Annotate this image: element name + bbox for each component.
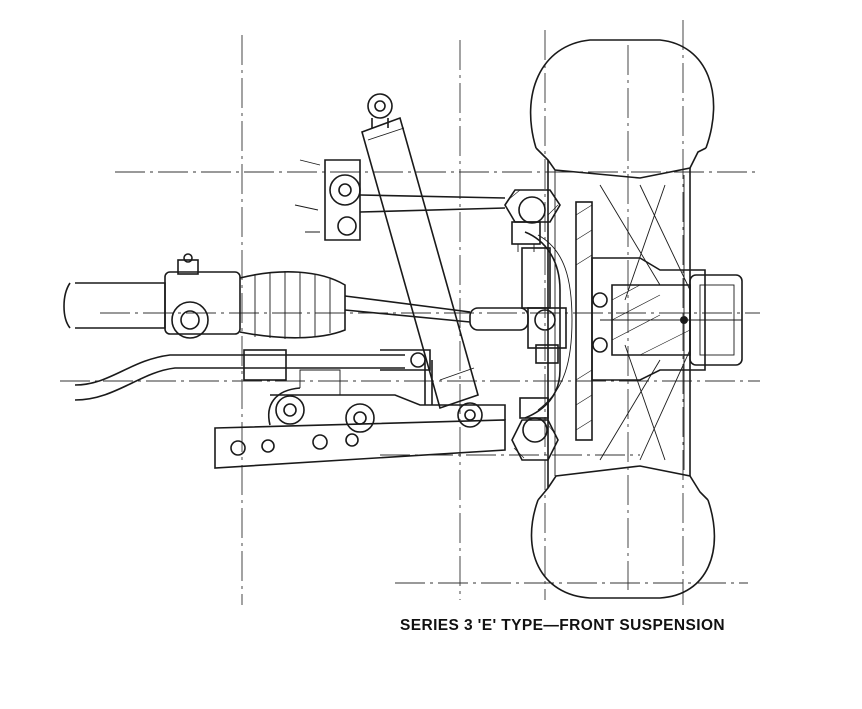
wheel-spokes [599, 184, 691, 461]
upper-ball-joint [504, 189, 561, 252]
lower-ball-joint [511, 397, 559, 461]
brake-disc [575, 201, 593, 441]
steering-rack [63, 253, 556, 339]
lower-wishbone [214, 369, 506, 469]
construction-lines [60, 20, 760, 605]
anti-roll-bar [74, 349, 433, 405]
stub-axle-carrier [521, 231, 573, 419]
shock-absorber [361, 93, 483, 428]
figure-caption: SERIES 3 'E' TYPE—FRONT SUSPENSION [400, 617, 726, 634]
wheel-hub [591, 257, 743, 381]
